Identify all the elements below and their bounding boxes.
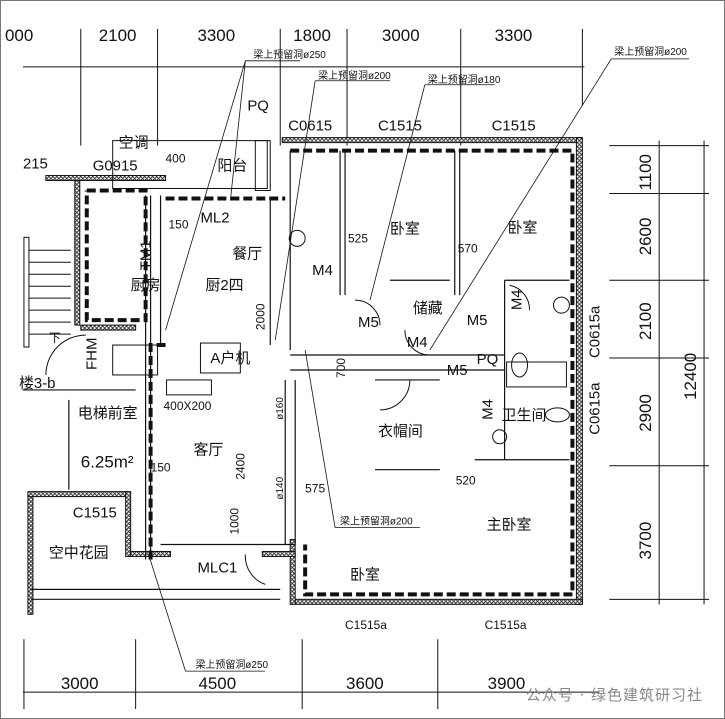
label-pq-top: PQ xyxy=(247,98,269,115)
exterior-walls xyxy=(27,137,583,615)
right-dim-1: 2600 xyxy=(636,218,655,256)
room-kitchen4: 厨2四 xyxy=(205,277,243,294)
label-c0615a-2: C0615a xyxy=(586,382,603,435)
room-dining: 餐厅 xyxy=(232,245,262,262)
bottom-dim-2: 3600 xyxy=(346,674,384,693)
note-hole-250-top: 梁上预留洞ø250 xyxy=(253,48,326,61)
leader-lines xyxy=(148,58,690,672)
label-c1515a-2: C1515a xyxy=(485,618,527,632)
label-m5-c: M5 xyxy=(447,362,468,379)
label-150: 150 xyxy=(169,217,189,231)
label-700: 700 xyxy=(334,358,348,378)
bottom-dim-3: 3900 xyxy=(488,674,526,693)
interior-walls xyxy=(22,150,570,600)
label-ahu: A户机 xyxy=(210,350,250,367)
label-m4-b: M4 xyxy=(407,334,428,351)
label-ml2: ML2 xyxy=(200,209,229,226)
label-c1515a-1: C1515a xyxy=(345,618,387,632)
room-sky-garden: 空中花园 xyxy=(49,544,109,561)
label-c1515-b: C1515 xyxy=(492,118,536,135)
label-mlc1: MLC1 xyxy=(197,559,237,576)
label-m4-c: M4 xyxy=(509,289,526,310)
top-dim-1: 2100 xyxy=(99,26,137,45)
bottom-dim-1: 4500 xyxy=(198,674,236,693)
room-elevator-lobby: 电梯前室 xyxy=(78,405,138,422)
label-400: 400 xyxy=(166,152,186,166)
label-phi160: ø160 xyxy=(275,397,286,420)
label-c0615: C0615 xyxy=(288,118,332,135)
right-dim-3: 2900 xyxy=(636,394,655,432)
label-2000: 2000 xyxy=(253,303,267,330)
watermark: 公众号 · 绿色建筑研习社 xyxy=(525,686,703,704)
label-570: 570 xyxy=(458,241,478,255)
label-c1515-left: C1515 xyxy=(73,505,117,522)
label-m5-a: M5 xyxy=(358,314,379,331)
room-bedroom-3: 卧室 xyxy=(350,566,380,583)
label-m4-d: M4 xyxy=(480,399,497,420)
note-hole-180: 梁上预留洞ø180 xyxy=(428,73,501,86)
bottom-dimension-line xyxy=(22,639,600,710)
label-525: 525 xyxy=(348,231,368,245)
label-pq-mid: PQ xyxy=(477,351,499,368)
top-dim-0: 000 xyxy=(5,26,33,45)
label-down: 下 xyxy=(49,331,61,345)
label-575: 575 xyxy=(305,482,325,496)
label-520: 520 xyxy=(456,474,476,488)
room-master-bedroom: 主卧室 xyxy=(487,517,532,534)
room-kitchen: 厨房 xyxy=(131,277,161,294)
room-ac: 空调 xyxy=(119,135,149,152)
label-phi140: ø140 xyxy=(275,476,286,499)
room-bathroom: 卫生间 xyxy=(502,407,547,424)
room-bedroom-1: 卧室 xyxy=(390,220,420,237)
note-hole-200-mid: 梁上预留洞ø200 xyxy=(340,515,413,528)
fixtures xyxy=(112,229,570,445)
door-swings xyxy=(45,284,531,585)
note-hole-250-bottom: 梁上预留洞ø250 xyxy=(195,658,268,671)
top-dim-3: 1800 xyxy=(293,26,331,45)
label-c1515-a: C1515 xyxy=(378,118,422,135)
label-150b: 150 xyxy=(151,461,171,475)
right-dim-4: 3700 xyxy=(636,522,655,560)
bottom-dim-0: 3000 xyxy=(61,674,99,693)
room-cloakroom: 衣帽间 xyxy=(378,423,423,440)
label-215: 215 xyxy=(23,156,48,173)
room-balcony: 阳台 xyxy=(217,158,247,175)
top-dim-2: 3300 xyxy=(197,26,235,45)
label-m5-b: M5 xyxy=(467,312,488,329)
label-1000: 1000 xyxy=(227,508,241,535)
label-g0915: G0915 xyxy=(93,158,138,175)
label-m4-a: M4 xyxy=(312,262,333,279)
label-duct: 400X200 xyxy=(164,399,212,413)
right-dimension-line xyxy=(609,140,710,605)
right-dim-0: 1100 xyxy=(636,154,655,190)
label-stair: 楼3-b xyxy=(19,375,56,392)
stair xyxy=(23,236,71,348)
room-living: 客厅 xyxy=(193,442,223,459)
room-elevator-area: 6.25m² xyxy=(81,453,134,472)
label-tm1: TM1 xyxy=(138,240,155,270)
label-c0615a-1: C0615a xyxy=(586,305,603,358)
note-hole-200-right: 梁上预留洞ø200 xyxy=(614,45,687,58)
right-dim-total: 12400 xyxy=(681,353,700,400)
top-dim-4: 3000 xyxy=(382,26,420,45)
note-hole-200-a: 梁上预留洞ø200 xyxy=(318,69,391,82)
right-dim-2: 2100 xyxy=(636,302,655,340)
room-storage: 储藏 xyxy=(413,300,443,317)
top-dim-5: 3300 xyxy=(495,26,533,45)
top-dimension-line xyxy=(22,28,585,146)
room-bedroom-2: 卧室 xyxy=(508,219,538,236)
label-fhm: FHM xyxy=(84,338,101,370)
label-2400: 2400 xyxy=(233,453,247,480)
